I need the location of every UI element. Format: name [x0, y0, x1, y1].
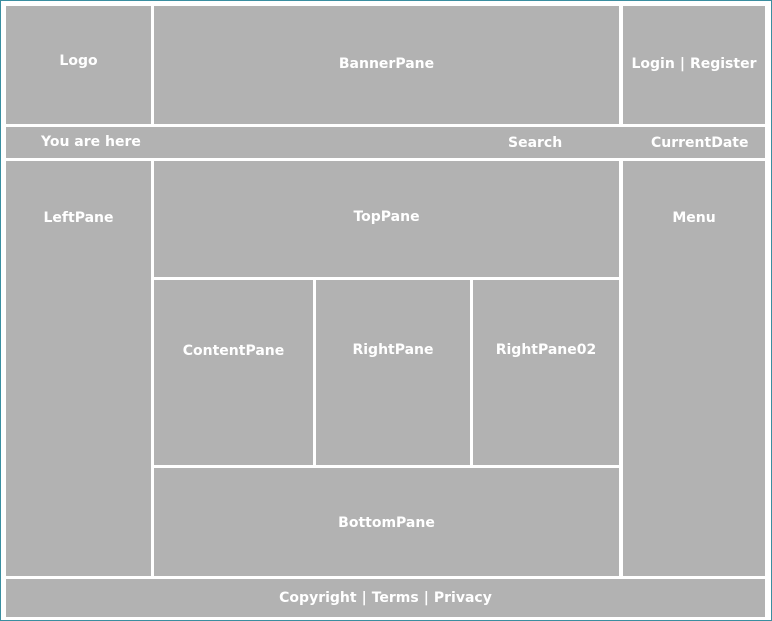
menu-pane: Menu — [623, 161, 765, 576]
bottom-pane: BottomPane — [154, 468, 619, 576]
content-pane-label: ContentPane — [182, 343, 285, 359]
top-pane-label: TopPane — [353, 209, 420, 225]
footer-pane: Copyright | Terms | Privacy — [6, 579, 765, 617]
footer-separator-2: | — [423, 590, 429, 606]
banner-label: BannerPane — [338, 56, 435, 72]
login-separator: | — [679, 56, 685, 72]
copyright-link[interactable]: Copyright — [279, 590, 357, 606]
current-date-label: CurrentDate — [651, 135, 749, 151]
bottom-pane-label: BottomPane — [338, 515, 435, 531]
left-pane: LeftPane — [6, 161, 151, 576]
right-pane-label: RightPane — [352, 342, 434, 358]
search-link[interactable]: Search — [508, 135, 563, 151]
left-pane-label: LeftPane — [43, 210, 114, 226]
content-pane: ContentPane — [154, 280, 313, 465]
banner-pane: BannerPane — [154, 6, 619, 124]
logo-label: Logo — [59, 53, 98, 69]
menu-label: Menu — [672, 210, 716, 226]
logo-pane: Logo — [6, 6, 151, 124]
right-pane-02: RightPane02 — [473, 280, 619, 465]
right-pane-02-label: RightPane02 — [495, 342, 597, 358]
breadcrumb-label: You are here — [41, 134, 141, 150]
login-register-pane: Login | Register — [623, 6, 765, 124]
footer-separator-1: | — [361, 590, 367, 606]
login-link[interactable]: Login — [631, 56, 675, 72]
privacy-link[interactable]: Privacy — [433, 590, 492, 606]
top-pane: TopPane — [154, 161, 619, 277]
nav-bar: You are here Search CurrentDate — [6, 127, 765, 158]
register-link[interactable]: Register — [689, 56, 757, 72]
right-pane: RightPane — [316, 280, 470, 465]
terms-link[interactable]: Terms — [371, 590, 419, 606]
